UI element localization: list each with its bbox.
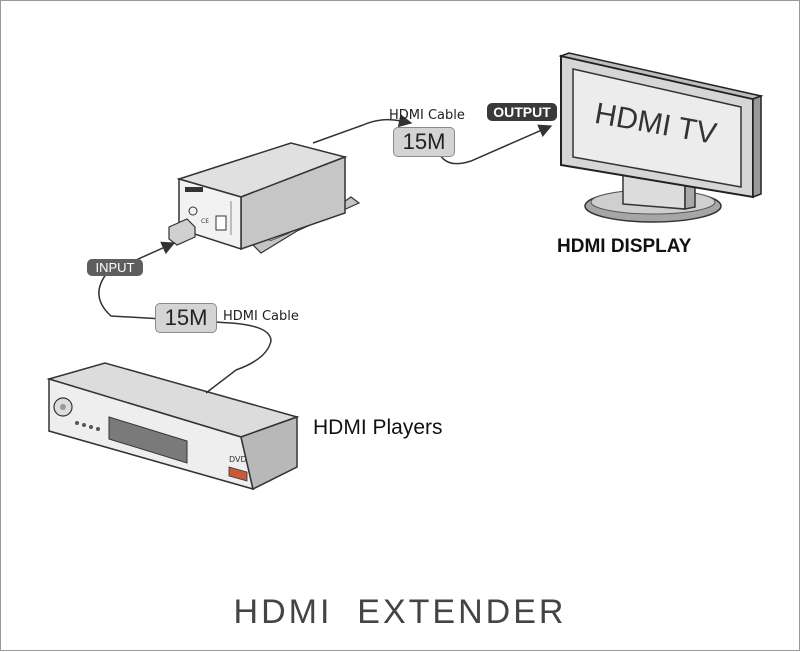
dvd-badge: DVD [229,455,247,464]
bottom-cable-line [98,241,272,394]
display-caption: HDMI DISPLAY [557,236,692,257]
footer-title: HDMI EXTENDER [233,593,567,631]
extender-box-icon: CE [168,142,361,254]
hdmi-tv-icon [558,52,764,223]
output-tag: OUTPUT [487,103,557,121]
bottom-cable-caption: HDMI Cable [223,309,299,324]
svg-text:CE: CE [201,218,209,225]
top-cable-line [312,113,413,144]
top-cable-caption: HDMI Cable [389,108,465,123]
player-caption: HDMI Players [313,416,443,439]
input-tag: INPUT [87,259,143,276]
top-cable-to-tv-line [438,124,553,165]
dvd-player-icon [46,362,300,491]
top-cable-length-badge: 15M [393,127,455,157]
bottom-cable-length-badge: 15M [155,303,217,333]
